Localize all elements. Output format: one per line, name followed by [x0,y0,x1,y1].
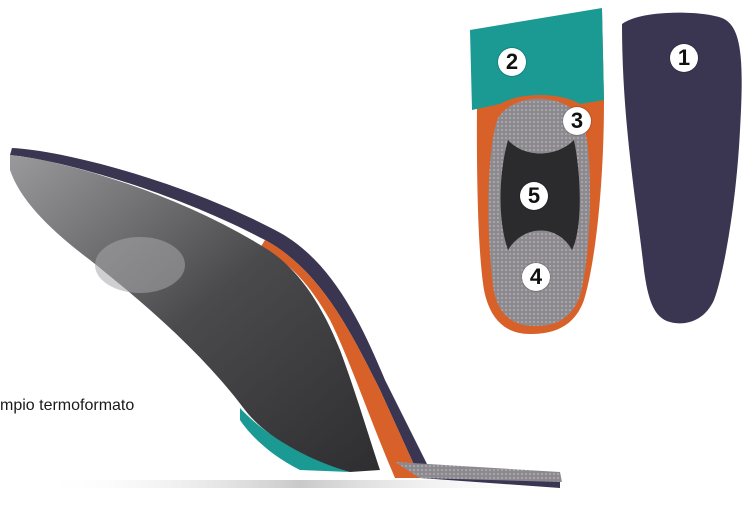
layer-label-1: 1 [670,44,698,72]
layer-label-5: 5 [520,182,548,210]
layer-label-2: 2 [498,48,526,76]
caption-text: mpio termoformato [0,397,134,415]
layer-label-3: 3 [563,107,591,135]
layer-label-4: 4 [522,263,550,291]
